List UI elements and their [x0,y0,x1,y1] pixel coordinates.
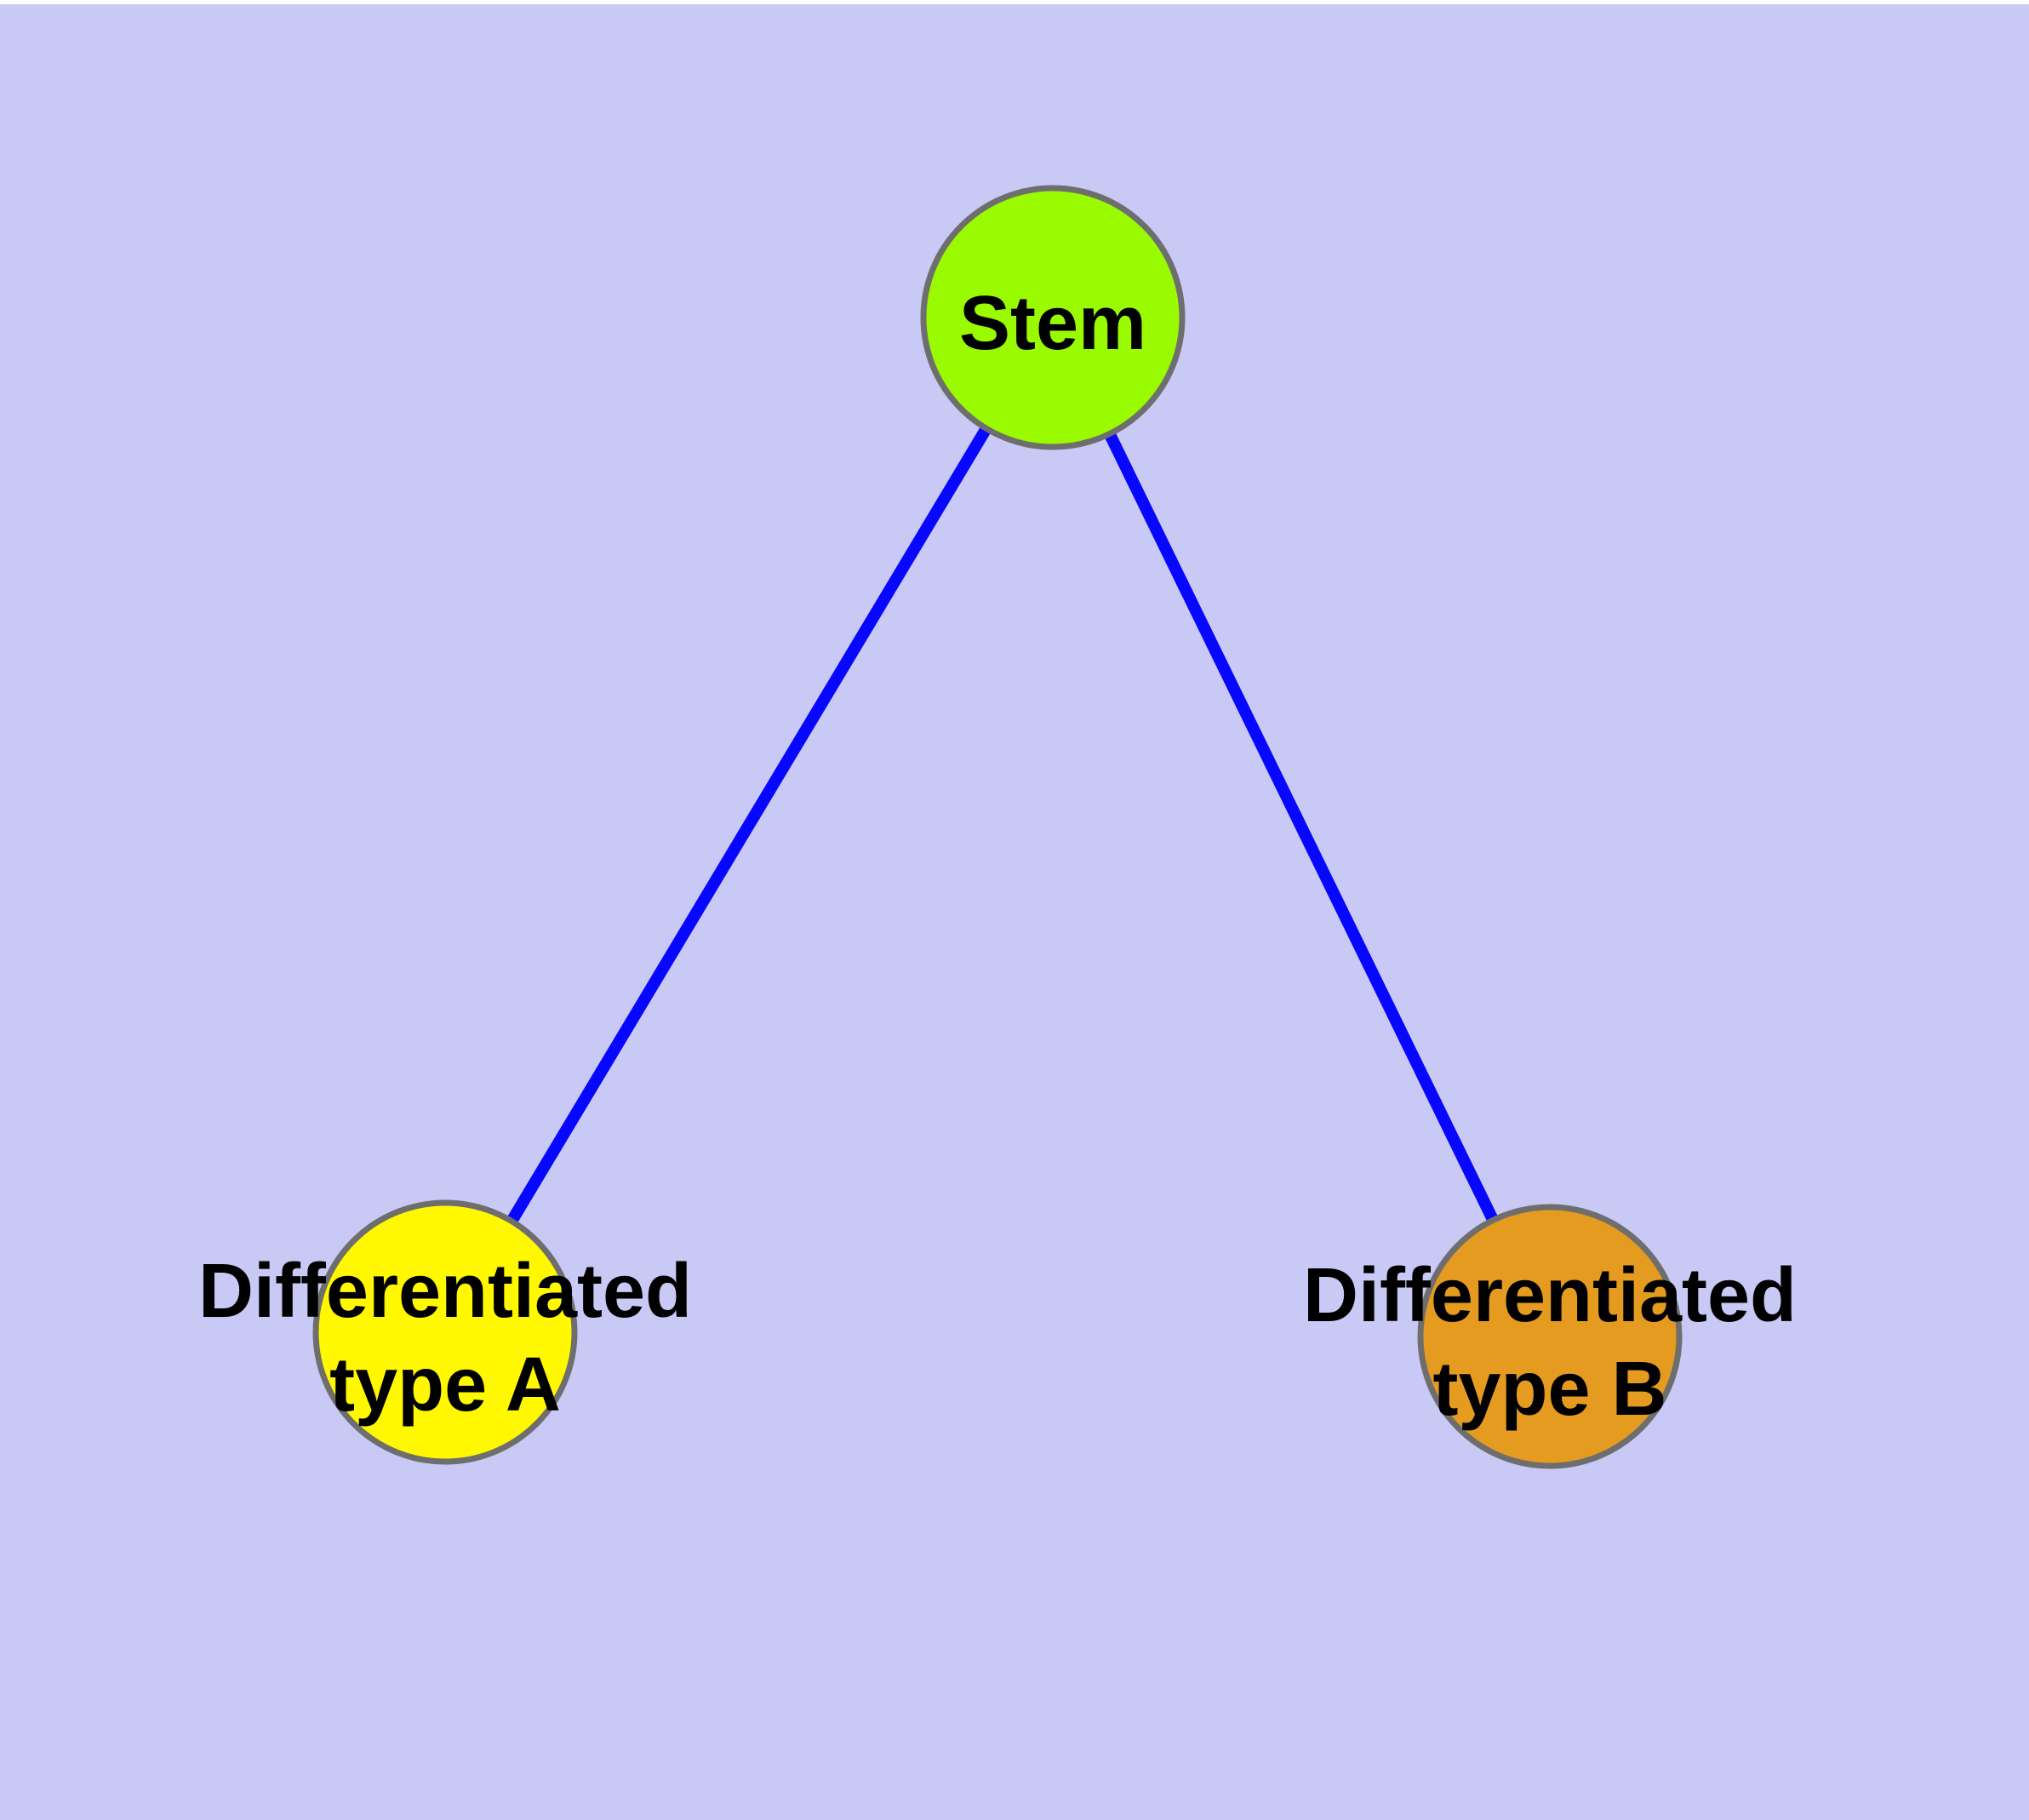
edge-stem-to-type-b [1047,314,1556,1340]
differentiated-type-a-node [312,1199,578,1465]
top-margin [0,0,2029,4]
stem-node [920,185,1186,450]
differentiated-type-b-label-line2: type B [1432,1347,1666,1432]
differentiated-type-b-label-line1: Differentiated [1303,1253,1797,1338]
differentiated-type-a-label-line1: Differentiated [198,1249,692,1334]
differentiated-type-b-node [1417,1204,1683,1469]
differentiated-type-a-label-line2: type A [329,1342,561,1428]
stem-node-label: Stem [959,281,1146,366]
edge-stem-to-type-a [439,314,1059,1336]
